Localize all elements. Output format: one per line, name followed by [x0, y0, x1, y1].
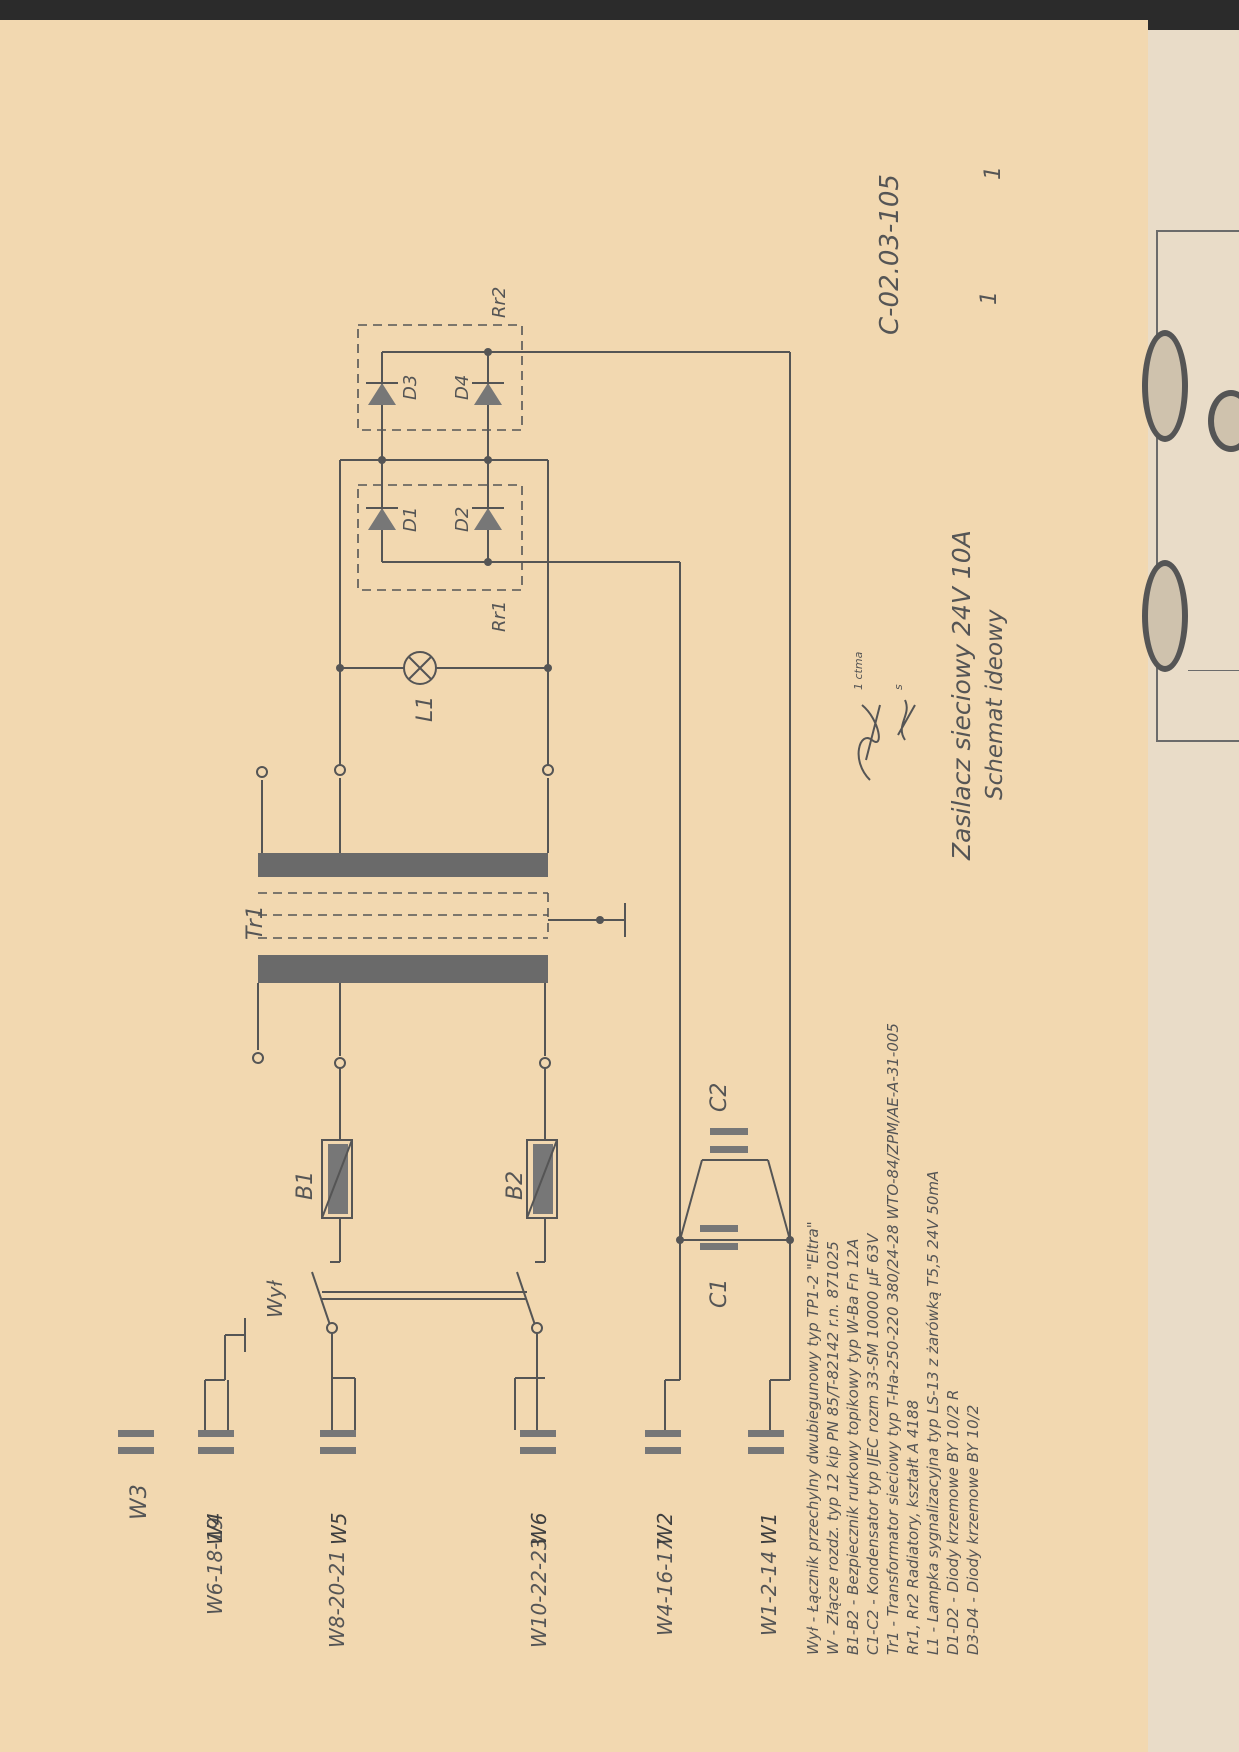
- radiator-rr2-label: Rr2: [489, 287, 510, 318]
- connector-w6-18-19: W6-18-19: [198, 1379, 234, 1615]
- diode-d1: D1: [366, 507, 421, 532]
- svg-text:W5: W5: [327, 1513, 351, 1546]
- document-title: Zasilacz sieciowy 24V 10A: [947, 530, 976, 861]
- legend-line-2: W - Złącze rozdz. typ 12 kip PN 85/T-821…: [824, 1241, 842, 1655]
- sheet-mark-2: 1: [981, 166, 1006, 180]
- connector-w10-label: W10-22-23: [527, 1537, 551, 1648]
- drawing-number: C-02.03-105: [875, 174, 905, 335]
- diode-d1-label: D1: [400, 507, 421, 532]
- legend-line-6: Rr1, Rr2 Radiatory, kształt A 4188: [904, 1400, 922, 1655]
- svg-text:s: s: [892, 684, 905, 690]
- legend: Wył - Łącznik przechylny dwubiegunowy ty…: [804, 1023, 982, 1655]
- svg-text:W4: W4: [203, 1513, 227, 1546]
- transformer-label: Tr1: [243, 905, 268, 940]
- diode-d3-label: D3: [400, 375, 421, 400]
- switch-wyl: Wył: [263, 1271, 536, 1326]
- document-subtitle: Schemat ideowy: [982, 609, 1008, 800]
- svg-text:W1: W1: [757, 1513, 781, 1546]
- diode-d2: D2: [452, 507, 504, 532]
- transformer-secondary-winding: [258, 853, 548, 877]
- connector-w8-label: W8-20-21: [325, 1550, 349, 1648]
- capacitor-c1-label: C1: [707, 1279, 732, 1308]
- capacitor-c2: C2: [707, 1083, 748, 1153]
- switch-label: Wył: [263, 1279, 287, 1318]
- connector-w8-20-21: W8-20-21: [320, 1377, 356, 1648]
- fuse-b2: B2: [503, 1139, 558, 1219]
- connector-w4-label: W4-16-17: [653, 1538, 677, 1636]
- radiator-rr2-outline: [357, 324, 523, 431]
- legend-line-9: D3-D4 - Diody krzemowe BY 10/2: [964, 1405, 982, 1655]
- diode-d4: D4: [452, 375, 504, 405]
- diode-d2-label: D2: [452, 507, 473, 532]
- svg-text:W6: W6: [527, 1513, 551, 1546]
- connector-w3-label: W3: [127, 1484, 152, 1520]
- sheet-mark: 1: [977, 291, 1002, 305]
- legend-line-8: D1-D2 - Diody krzemowe BY 10/2 R: [944, 1390, 962, 1655]
- connector-marks: W4 W5 W6 W2 W1: [203, 1513, 781, 1546]
- radiator-rr1-outline: [357, 484, 523, 591]
- lamp-label: L1: [413, 696, 438, 722]
- legend-line-5: Tr1 - Transformator sieciowy typ T-Ha-25…: [884, 1023, 902, 1655]
- transformer-tr1: Tr1: [243, 853, 626, 983]
- fuse-b1-label: B1: [293, 1171, 318, 1200]
- diode-d4-label: D4: [452, 375, 473, 400]
- svg-text:W2: W2: [653, 1513, 677, 1546]
- capacitor-c1: C1: [700, 1225, 738, 1308]
- underlying-sheet-edge: [1142, 30, 1239, 1752]
- fuse-b2-label: B2: [503, 1171, 528, 1200]
- capacitor-c2-label: C2: [707, 1083, 732, 1112]
- legend-line-7: L1 - Lampka sygnalizacyjna typ LS-13 z ż…: [924, 1171, 942, 1655]
- connector-w1-2-14: W1-2-14: [748, 1379, 790, 1636]
- fuse-b1: B1: [293, 1139, 353, 1219]
- legend-line-4: C1-C2 - Kondensator typ IJEC rozm 33-SM …: [864, 1232, 882, 1655]
- connector-w10-22-23: W10-22-23: [514, 1377, 556, 1648]
- diode-d3: D3: [366, 375, 421, 405]
- drawing-sheet: [0, 20, 1148, 1752]
- radiator-rr1-label: Rr1: [489, 601, 510, 632]
- transformer-primary-winding: [258, 955, 548, 983]
- legend-line-1: Wył - Łącznik przechylny dwubiegunowy ty…: [804, 1221, 822, 1655]
- connector-w6-label: W6-18-19: [203, 1517, 227, 1615]
- legend-line-3: B1-B2 - Bezpiecznik rurkowy topikowy typ…: [844, 1239, 862, 1655]
- connector-w4-16-17: W4-16-17: [645, 1379, 681, 1636]
- lamp-l1: L1: [336, 651, 552, 722]
- connector-w1-label: W1-2-14: [757, 1551, 781, 1636]
- capacitor-network: [676, 1159, 794, 1244]
- connector-w3: W3: [118, 1430, 154, 1520]
- signature: 1 ctma s: [852, 651, 916, 781]
- svg-text:1 ctma: 1 ctma: [852, 651, 865, 690]
